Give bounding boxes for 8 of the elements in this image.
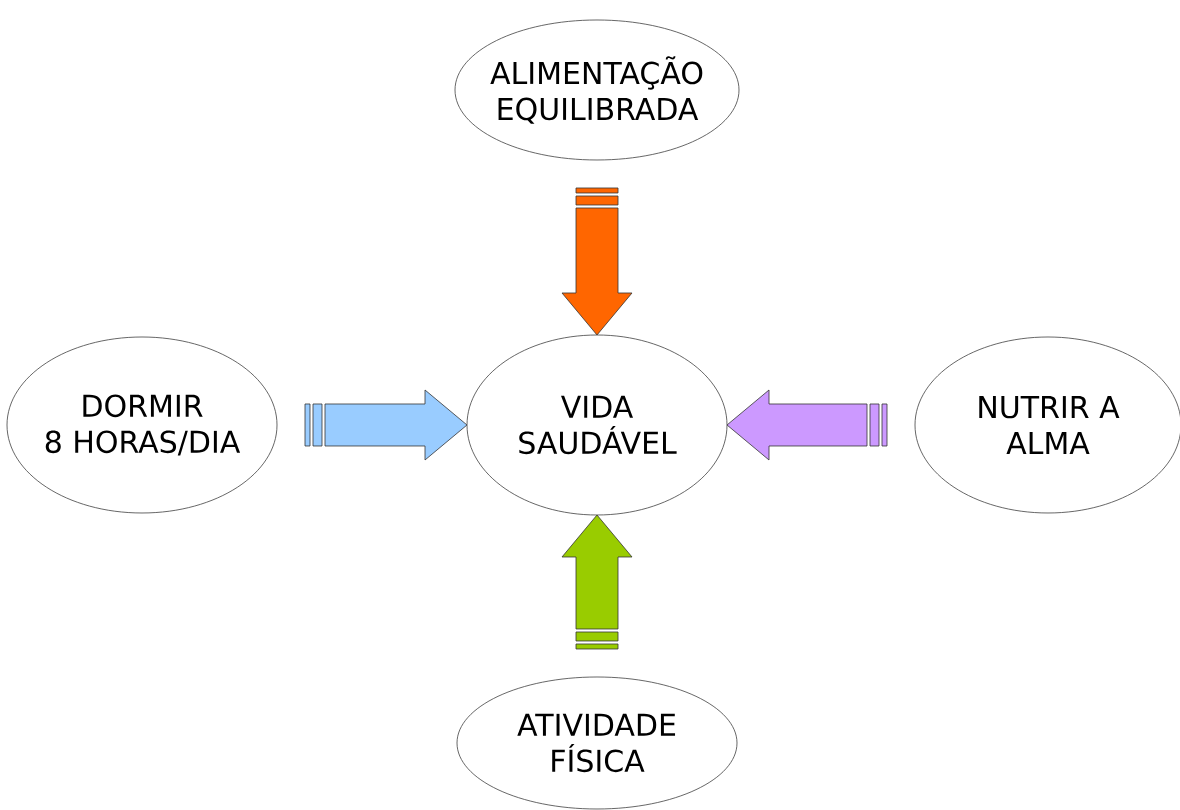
ellipse-node: ATIVIDADE FÍSICA	[456, 676, 738, 810]
ellipse-node: DORMIR 8 HORAS/DIA	[6, 336, 278, 514]
ellipse-node: ALIMENTAÇÃO EQUILIBRADA	[454, 19, 740, 161]
block-arrow	[726, 389, 888, 461]
ellipse-node: VIDA SAUDÁVEL	[466, 334, 728, 516]
block-arrow	[561, 514, 633, 650]
block-arrow	[561, 187, 633, 336]
block-arrow	[304, 389, 468, 461]
